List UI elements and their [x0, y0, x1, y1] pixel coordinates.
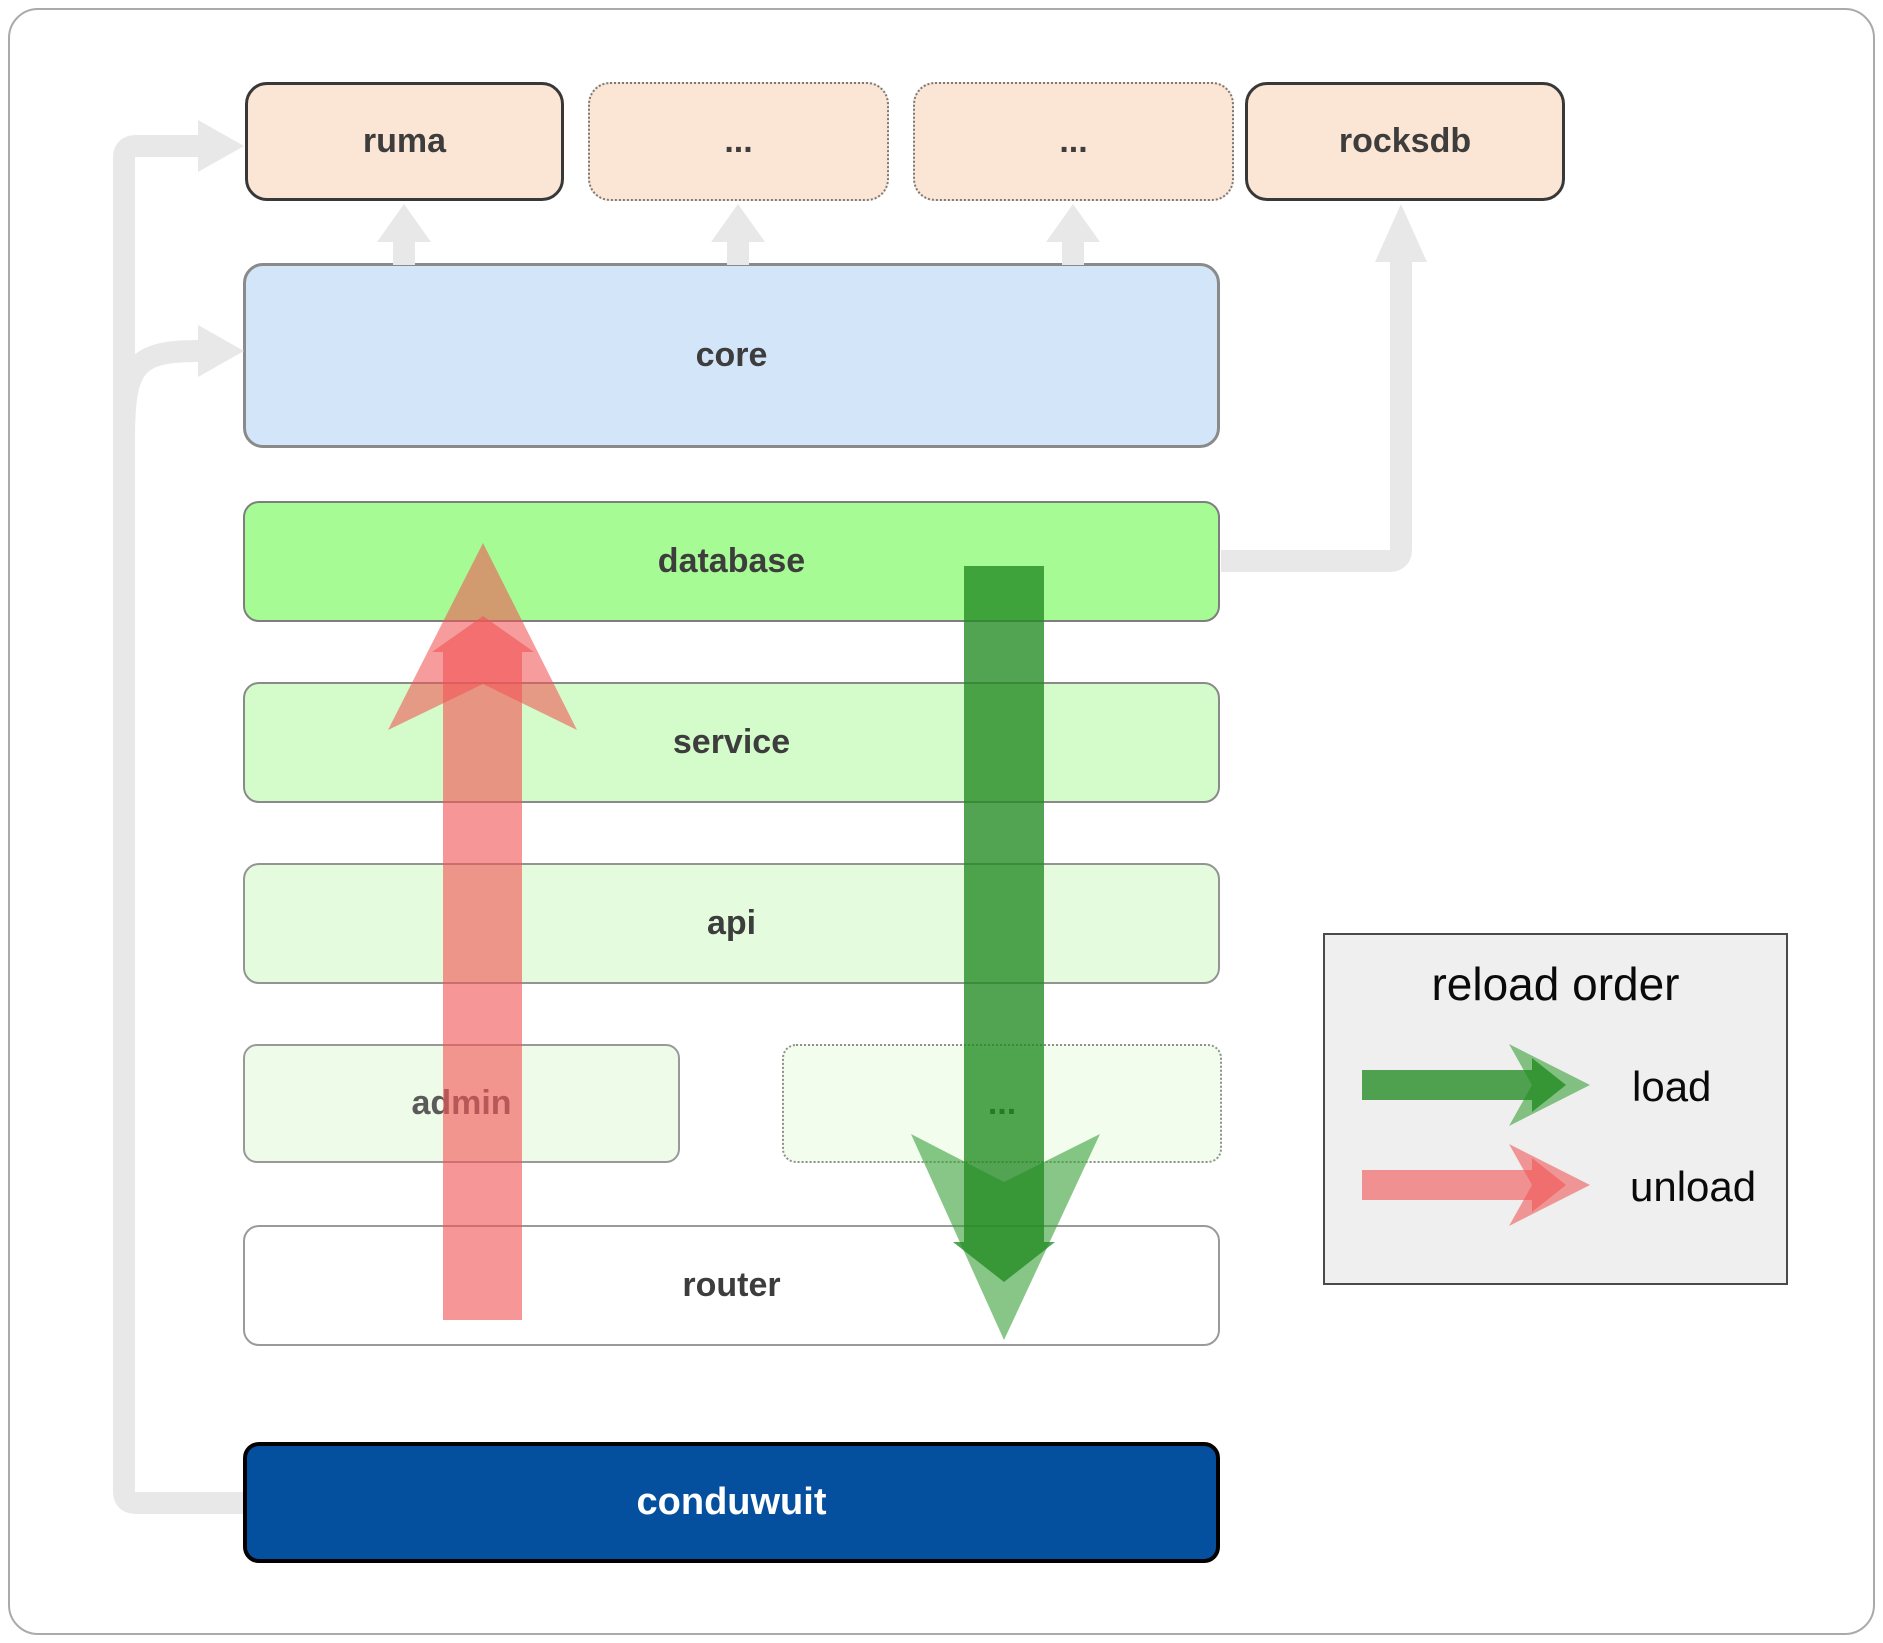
node-database: database — [243, 501, 1220, 622]
node-ellipsis-1-label: ... — [724, 122, 753, 160]
node-admin-ellipsis: ... — [782, 1044, 1222, 1163]
node-admin: admin — [243, 1044, 680, 1163]
node-core-label: core — [695, 336, 768, 374]
node-ruma-label: ruma — [362, 122, 447, 160]
node-ellipsis-2-label: ... — [1059, 122, 1088, 160]
node-conduwuit: conduwuit — [243, 1442, 1220, 1563]
node-service-label: service — [672, 723, 791, 761]
node-router: router — [243, 1225, 1220, 1346]
node-ruma: ruma — [245, 82, 564, 201]
node-admin-label: admin — [411, 1084, 512, 1122]
legend-label-load: load — [1632, 1063, 1712, 1110]
node-rocksdb: rocksdb — [1245, 82, 1565, 201]
node-api-label: api — [706, 904, 757, 942]
node-conduwuit-label: conduwuit — [636, 1481, 827, 1523]
node-database-label: database — [657, 542, 806, 580]
legend-label-unload: unload — [1630, 1163, 1757, 1210]
node-ellipsis-2: ... — [913, 82, 1234, 201]
diagram-outer-frame — [8, 8, 1875, 1635]
node-service: service — [243, 682, 1220, 803]
legend-title: reload order — [1431, 958, 1680, 1010]
node-rocksdb-label: rocksdb — [1338, 122, 1472, 160]
node-admin-ellipsis-label: ... — [987, 1084, 1017, 1122]
node-api: api — [243, 863, 1220, 984]
legend-reload-order: reload order load unload — [1323, 933, 1788, 1285]
node-ellipsis-1: ... — [588, 82, 889, 201]
node-router-label: router — [682, 1266, 781, 1304]
node-core: core — [243, 263, 1220, 448]
